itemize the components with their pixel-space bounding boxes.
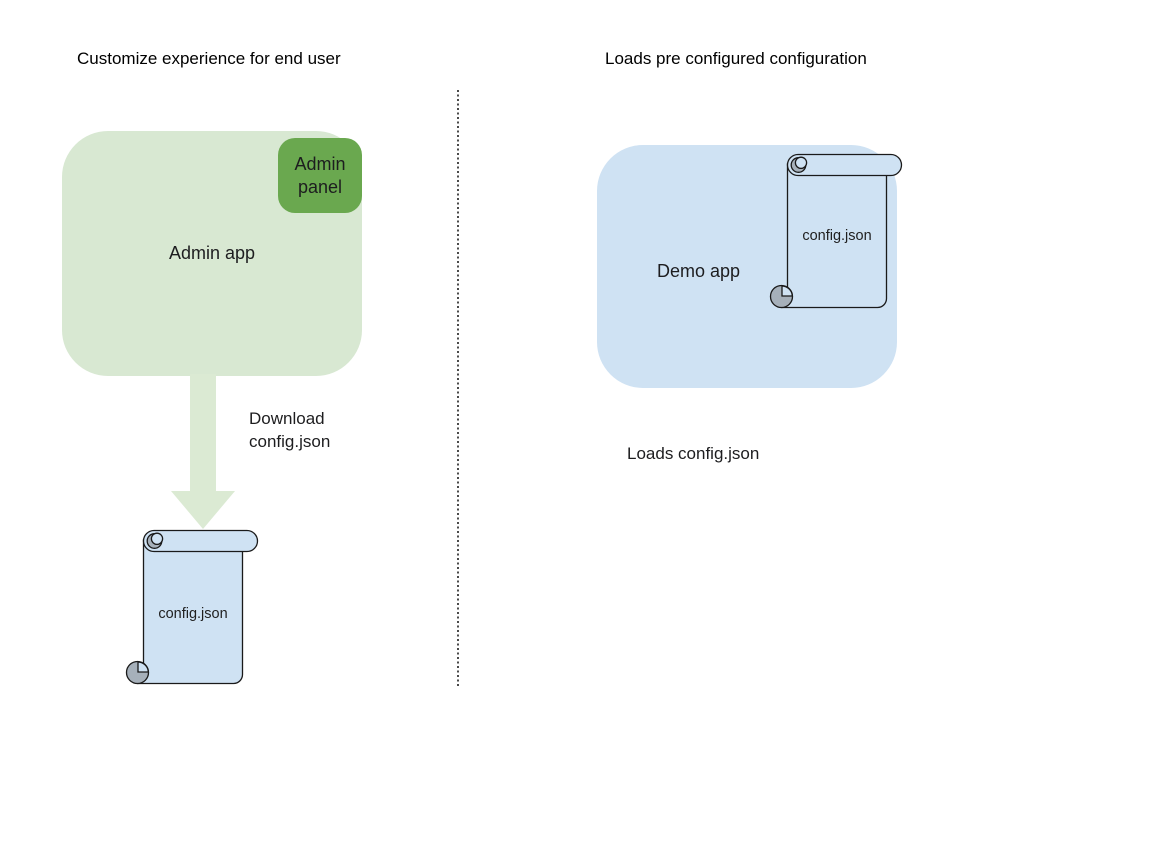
download-arrow — [171, 374, 235, 529]
right-column-title: Loads pre configured configuration — [605, 49, 867, 68]
scroll-top-curl-inner — [794, 156, 808, 170]
config-scroll-left: config.json — [125, 529, 259, 685]
download-arrow-shape — [171, 374, 235, 529]
demo-app-label: Demo app — [657, 261, 741, 281]
left-column-title: Customize experience for end user — [77, 49, 341, 68]
section-divider — [457, 90, 459, 687]
scroll-top-roll — [786, 153, 903, 177]
config-scroll-right-label: config.json — [802, 228, 871, 244]
scroll-top-roll — [142, 529, 259, 553]
scroll-bottom-roll-curl — [781, 285, 793, 297]
admin-panel-box: Admin panel — [278, 138, 362, 213]
scroll-top-curl-inner — [150, 532, 164, 546]
admin-app-label: Admin app — [168, 243, 256, 263]
config-scroll-left-label: config.json — [158, 606, 227, 622]
loads-config-caption: Loads config.json — [627, 444, 760, 463]
config-scroll-right: config.json — [769, 153, 903, 309]
scroll-bottom-roll-curl — [137, 661, 149, 673]
demo-app-label-wrap: Demo app — [657, 261, 740, 282]
admin-app-label-wrap: Admin app — [62, 131, 362, 376]
download-arrow-label: Download config.json — [249, 409, 331, 451]
admin-panel-label: Admin panel — [294, 153, 346, 197]
